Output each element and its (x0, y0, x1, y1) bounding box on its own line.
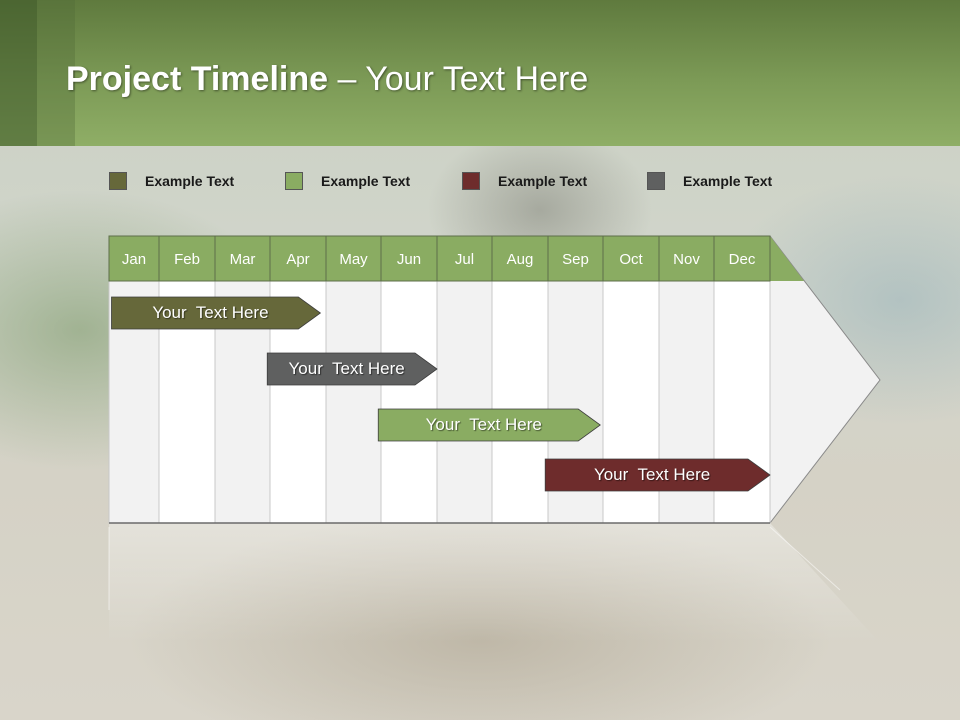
month-label: Jun (397, 251, 421, 268)
month-label: Jan (122, 251, 146, 268)
timeline-reflection (108, 523, 880, 643)
task-bar (544, 458, 771, 492)
task-bar (377, 408, 601, 442)
legend-item: Example Text (285, 170, 410, 192)
month-label: Nov (673, 251, 700, 268)
arrow-head-header (770, 236, 804, 281)
title-bold: Project Timeline (66, 60, 329, 98)
reflection-edge (769, 526, 841, 591)
task-bar (111, 296, 322, 330)
legend-label: Example Text (321, 173, 411, 189)
task-bars (111, 296, 771, 492)
month-label: Jul (455, 251, 474, 268)
legend-label: Example Text (498, 173, 588, 189)
month-column (491, 280, 549, 524)
month-header-cell (214, 235, 271, 282)
month-header-cell (602, 235, 660, 282)
legend-item: Example Text (647, 170, 772, 192)
header-accent-bar (37, 0, 75, 146)
month-label: Oct (619, 251, 643, 268)
task-label: Your Text Here (152, 303, 269, 322)
month-header-cell (436, 235, 493, 282)
title-rest: – Your Text Here (328, 60, 589, 98)
month-column (325, 280, 382, 524)
slide-title: Project Timeline – Your Text Here (66, 60, 588, 99)
month-header-cell (325, 235, 382, 282)
month-header-cell (108, 235, 160, 282)
month-label: Apr (286, 251, 309, 268)
month-header-row: Jan Feb Mar Apr May Jun Jul Aug Sep Oct Nov Dec (108, 235, 771, 282)
month-label: Sep (562, 251, 589, 268)
month-label: Dec (729, 251, 756, 268)
legend-swatch (462, 172, 480, 190)
month-label: Feb (174, 251, 200, 268)
month-header-cell (491, 235, 549, 282)
month-header-cell (713, 235, 771, 282)
month-label: Aug (507, 251, 534, 268)
month-header-cell (269, 235, 327, 282)
reflection-shape (109, 523, 880, 643)
month-label: May (339, 251, 368, 268)
legend-item: Example Text (109, 170, 234, 192)
legend-swatch (109, 172, 127, 190)
task-bar (266, 352, 438, 386)
legend-swatch (285, 172, 303, 190)
legend-label: Example Text (683, 173, 773, 189)
slide-header: Project Timeline – Your Text Here (0, 0, 960, 146)
month-header-cell (380, 235, 438, 282)
month-label: Mar (230, 251, 256, 268)
legend-item: Example Text (462, 170, 587, 192)
month-column (436, 280, 493, 524)
month-header-cell (158, 235, 216, 282)
month-column (380, 280, 438, 524)
legend-label: Example Text (145, 173, 235, 189)
task-label: Your Text Here (288, 359, 405, 378)
task-label: Your Text Here (425, 415, 542, 434)
task-label: Your Text Here (593, 465, 711, 484)
legend-swatch (647, 172, 665, 190)
header-accent-bar (0, 0, 37, 146)
